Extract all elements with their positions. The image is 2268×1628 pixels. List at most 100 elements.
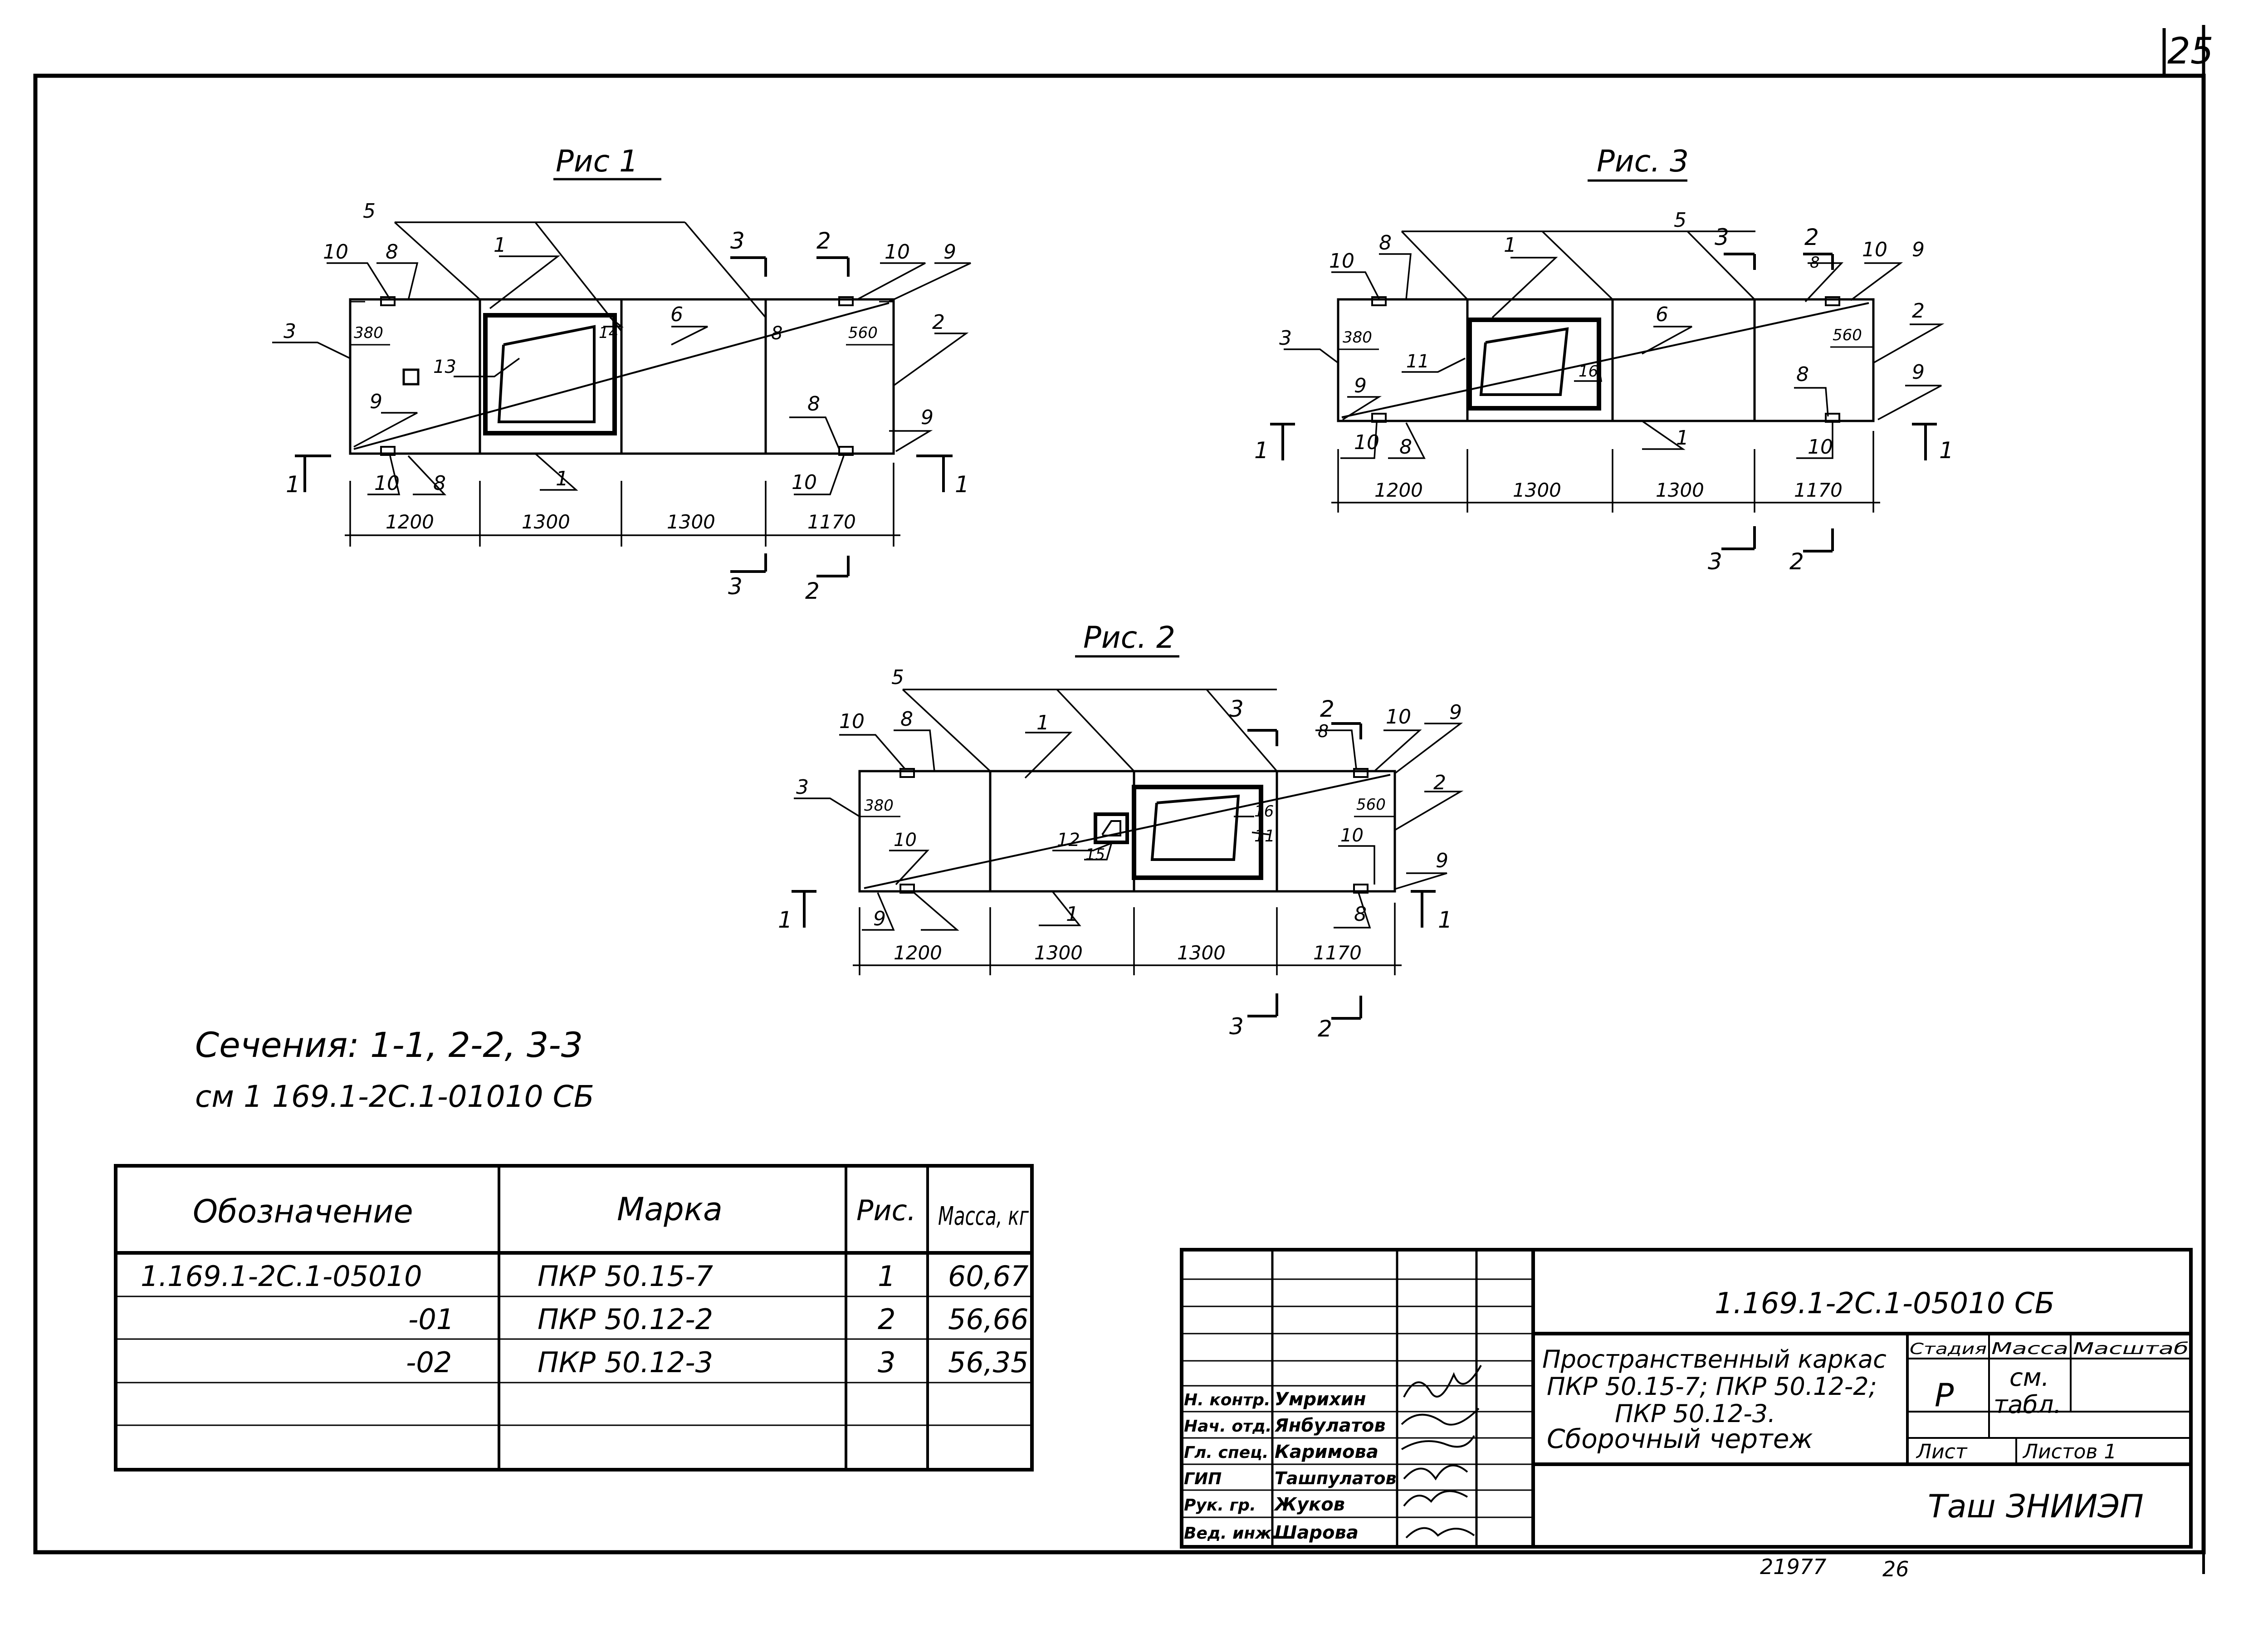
fig3-section-2-bottom: 2 (1789, 548, 1804, 575)
signer-role-1: Н. контр. (1184, 1391, 1271, 1409)
title-mass-value-1: см. (2009, 1363, 2049, 1392)
title-mass-label: Масса (1991, 1340, 2068, 1358)
fig1-callout-8d: 8 (433, 472, 446, 495)
fig2-dim-1300b: 1300 (1177, 942, 1226, 964)
footer-number-2: 26 (1882, 1557, 1909, 1581)
title-sheets-label: Листов 1 (2022, 1440, 2116, 1463)
fig3-callout-8c: 8 (1796, 363, 1809, 386)
title-line-1: Пространственный каркас (1542, 1345, 1887, 1374)
title-block (1180, 1248, 2193, 1549)
spec-header-fig: Рис. (856, 1194, 916, 1227)
fig3-callout-10a: 10 (1329, 249, 1354, 273)
spec-row2-mark: ПКР 50.12-2 (538, 1303, 713, 1336)
signer-name-2: Янбулатов (1274, 1415, 1386, 1436)
footer-number-1: 21977 (1760, 1555, 1826, 1579)
fig2-callout-15: 15 (1085, 846, 1105, 864)
title-sheet-label: Лист (1916, 1440, 1968, 1463)
fig2-callout-10a: 10 (839, 710, 865, 733)
signer-name-4: Ташпулатов (1275, 1468, 1397, 1488)
fig2-dim-1300a: 1300 (1034, 942, 1083, 964)
fig1-dim-380: 380 (354, 324, 383, 342)
fig3-callout-8a: 8 (1379, 231, 1392, 254)
fig3-section-2-top: 2 (1804, 224, 1819, 250)
fig1-callout-3: 3 (284, 320, 296, 343)
spec-row2-designation: -01 (408, 1303, 454, 1336)
fig1-callout-6: 6 (670, 303, 683, 326)
fig1-callout-5: 5 (363, 200, 376, 223)
fig3-callout-6: 6 (1656, 303, 1668, 326)
fig2-callout-11: 11 (1254, 827, 1275, 846)
spec-row2-fig: 2 (878, 1303, 895, 1336)
fig2-dim-1170: 1170 (1313, 942, 1362, 964)
fig1-diagonal (353, 302, 890, 450)
sections-note-line2: см 1 169.1-2С.1-01010 СБ (195, 1079, 594, 1114)
fig1-section-1-right: 1 (955, 471, 969, 498)
fig1-dim-1300a: 1300 (522, 511, 570, 533)
fig3-callout-2: 2 (1912, 299, 1925, 323)
fig1-callout-10c: 10 (374, 472, 400, 495)
spec-row3-mark: ПКР 50.12-3 (538, 1346, 713, 1379)
fig1-section-2-top: 2 (816, 228, 831, 254)
title-stage-value: Р (1935, 1377, 1954, 1414)
signer-role-2: Нач. отд. (1184, 1417, 1272, 1436)
fig2-opening-frame (1132, 785, 1263, 880)
fig3-callout-9b: 9 (1354, 374, 1367, 397)
fig2-callout-8b: 8 (1318, 721, 1329, 741)
fig2-callout-1b: 1 (1066, 903, 1079, 926)
fig3-callout-16: 16 (1579, 362, 1598, 381)
fig2-dim-1200: 1200 (894, 942, 942, 964)
signer-name-1: Умрихин (1275, 1389, 1366, 1410)
title-stage-label: Стадия (1910, 1340, 1987, 1358)
fig3-callout-3: 3 (1279, 327, 1292, 350)
figure-1: Рис 1 (272, 144, 971, 604)
spec-row3-fig: 3 (878, 1346, 895, 1379)
fig3-dim-1300b: 1300 (1656, 479, 1704, 501)
title-scale-label: Масштаб (2073, 1340, 2189, 1358)
fig3-opening-frame (1467, 318, 1601, 411)
fig2-dim-560: 560 (1356, 796, 1386, 814)
fig1-dim-1170: 1170 (807, 511, 856, 533)
fig1-section-1-left: 1 (286, 471, 300, 498)
fig3-callout-8b: 8 (1810, 254, 1820, 272)
title-line-4: Сборочный чертеж (1547, 1423, 1813, 1454)
signer-name-3: Каримова (1275, 1442, 1378, 1462)
fig1-callout-8c: 8 (807, 392, 820, 416)
sections-note-line1: Сечения: 1-1, 2-2, 3-3 (195, 1025, 583, 1065)
fig2-callout-16: 16 (1254, 802, 1274, 821)
fig2-callout-2: 2 (1433, 771, 1446, 794)
fig3-callout-10c: 10 (1354, 431, 1379, 454)
spec-row1-fig: 1 (878, 1260, 895, 1293)
spec-row3-designation: -02 (406, 1346, 452, 1379)
fig3-callout-1b: 1 (1676, 426, 1689, 450)
fig1-opening-frame (483, 313, 617, 435)
title-line-3: ПКР 50.12-3. (1615, 1399, 1775, 1428)
fig2-dim-380: 380 (864, 797, 894, 815)
fig3-section-1-left: 1 (1254, 437, 1269, 464)
fig3-section-3-bottom: 3 (1708, 548, 1722, 575)
signer-role-3: Гл. спец. (1184, 1443, 1269, 1462)
fig3-callout-10b: 10 (1862, 238, 1887, 261)
fig1-callout-10d: 10 (792, 471, 817, 494)
title-doc-number: 1.169.1-2С.1-05010 СБ (1715, 1287, 2054, 1320)
fig3-callout-10d: 10 (1808, 435, 1833, 459)
fig2-section-3-bottom: 3 (1229, 1013, 1244, 1040)
fig3-callout-8d: 8 (1399, 435, 1412, 459)
fig3-callout-9a: 9 (1912, 238, 1925, 261)
signer-role-5: Рук. гр. (1184, 1496, 1256, 1515)
sheet-frame (33, 25, 2206, 1574)
spec-row1-mark: ПКР 50.15-7 (538, 1260, 713, 1293)
figure-2: Рис. 2 (778, 620, 1464, 1042)
spec-table (114, 1164, 1034, 1472)
spec-header-mark: Марка (617, 1191, 723, 1228)
fig2-callout-8c: 8 (1354, 903, 1367, 926)
fig2-callout-9b: 9 (873, 907, 886, 930)
fig1-callout-1b: 1 (556, 467, 568, 490)
fig2-section-1-left: 1 (778, 907, 792, 933)
signer-name-5: Жуков (1273, 1494, 1345, 1515)
fig3-dim-1300a: 1300 (1513, 479, 1561, 501)
signer-role-6: Вед. инж. (1184, 1524, 1278, 1543)
signer-name-6: Шарова (1275, 1522, 1359, 1543)
fig3-callout-11: 11 (1406, 351, 1429, 372)
fig2-frame (858, 770, 1396, 893)
